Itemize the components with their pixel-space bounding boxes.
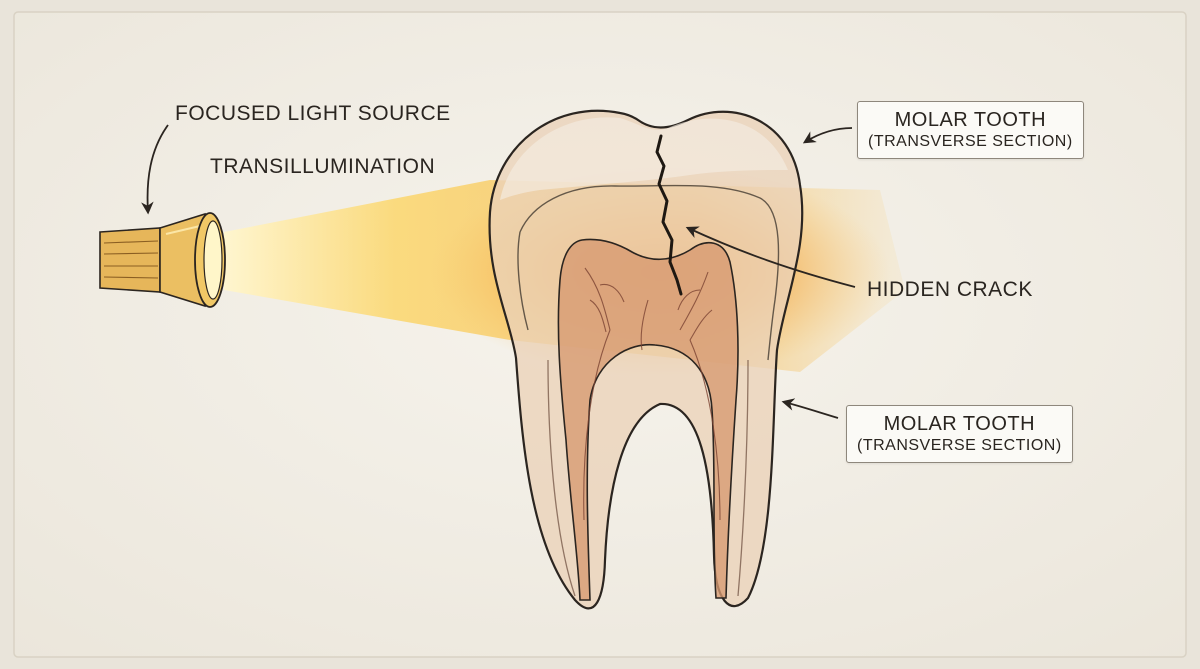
callout-top-title: MOLAR TOOTH: [894, 109, 1047, 131]
molar-tooth-callout-top: MOLAR TOOTH (TRANSVERSE SECTION): [857, 101, 1084, 159]
callout-top-subtitle: (TRANSVERSE SECTION): [868, 133, 1073, 150]
arrow-hidden-crack: [685, 226, 856, 288]
arrow-molar-bottom: [781, 398, 839, 419]
flashlight: [99, 212, 226, 308]
technique-label: TRANSILLUMINATION: [210, 155, 436, 178]
arrow-light-source: [141, 124, 169, 215]
molar-tooth-callout-bottom: MOLAR TOOTH (TRANSVERSE SECTION): [846, 405, 1073, 463]
callout-bottom-title: MOLAR TOOTH: [883, 413, 1036, 435]
callout-bottom-subtitle: (TRANSVERSE SECTION): [857, 437, 1062, 454]
arrow-molar-top: [802, 127, 853, 144]
light-source-label: FOCUSED LIGHT SOURCE: [175, 102, 451, 125]
pulp-nerves: [583, 267, 721, 521]
pulp-chamber: [557, 238, 739, 601]
hidden-crack: [655, 134, 683, 296]
callout-arrows: [141, 124, 856, 419]
hidden-crack-label: HIDDEN CRACK: [867, 278, 1033, 301]
